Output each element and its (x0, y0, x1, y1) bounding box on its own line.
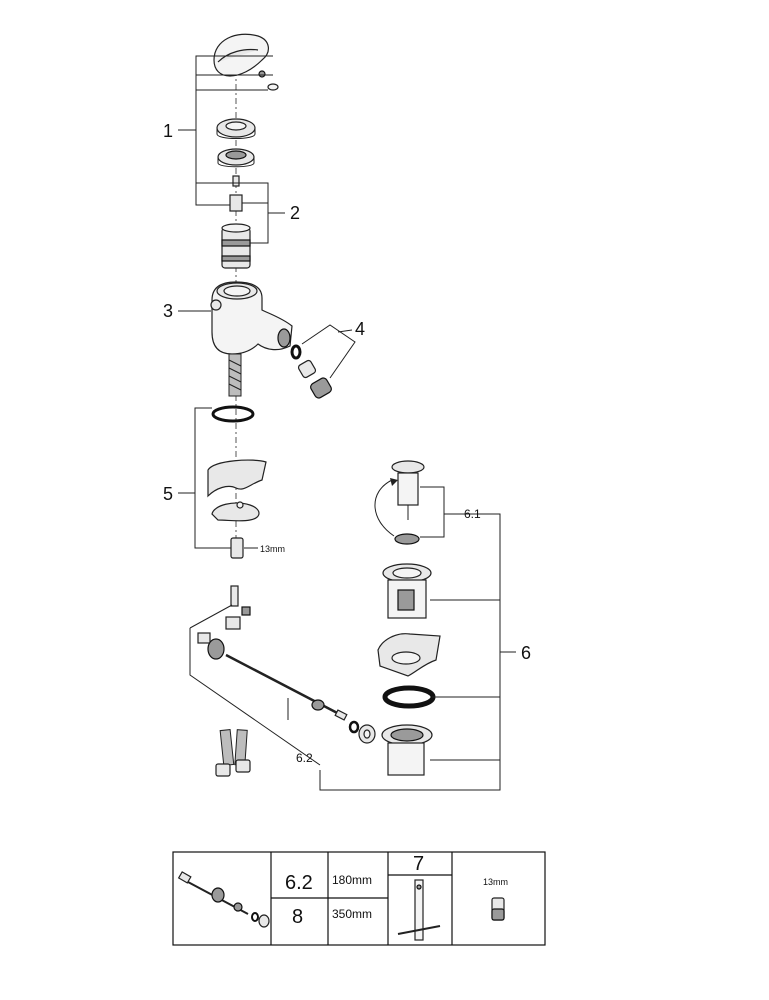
callout-62-bracket (189, 604, 321, 766)
cap-ring-upper (216, 118, 256, 139)
rod-seal (348, 720, 360, 734)
callout-3: 3 (163, 301, 173, 321)
cartridge (221, 223, 251, 269)
waste-plug (391, 460, 425, 520)
table-tool-key (397, 879, 441, 941)
rotation-arrowhead (390, 478, 398, 486)
waste-body-lower (381, 724, 433, 776)
rotation-arrow (374, 479, 395, 537)
callout-1-bracket (178, 55, 273, 206)
table-rod-illustration (177, 871, 270, 928)
waste-body-upper (382, 563, 432, 619)
supply-hoses (215, 729, 251, 777)
aerator-insert (297, 359, 317, 379)
callout-2: 2 (290, 203, 300, 223)
rod-clamp (225, 606, 251, 630)
aerator-washer (290, 344, 302, 360)
waste-gasket (377, 633, 441, 677)
small-screw (232, 175, 240, 187)
callout-62: 6.2 (296, 751, 313, 765)
seal-ring (211, 405, 255, 423)
rod-adapter (197, 632, 211, 644)
callout-61-bracket (420, 486, 462, 538)
fixing-plate (207, 459, 267, 498)
ball-joint-nut (207, 638, 225, 660)
table-row-bottom-length: 350mm (332, 907, 372, 921)
aerator-housing (310, 377, 332, 399)
nut-wrench-size: 13mm (260, 544, 285, 554)
table-row-top-length: 180mm (332, 873, 372, 887)
table-nut (491, 897, 505, 921)
callout-5-bracket (178, 407, 258, 549)
table-row-bottom-label: 8 (292, 906, 303, 928)
callout-1: 1 (163, 121, 173, 141)
callout-61: 6.1 (464, 507, 481, 521)
lever-handle (213, 33, 279, 91)
fixing-nut (230, 537, 244, 559)
pop-up-rod (225, 653, 348, 721)
callout-4-bracket (301, 324, 356, 379)
callout-5: 5 (163, 484, 173, 504)
horseshoe-washer (211, 501, 260, 522)
flexible-hose (228, 353, 242, 397)
callout-6-bracket (319, 513, 516, 791)
tap-body (210, 281, 293, 355)
callout-4: 4 (355, 319, 365, 339)
plug-seal (394, 533, 420, 545)
rod-nut (358, 724, 376, 744)
parts-table (172, 851, 546, 946)
table-wrench-size: 13mm (483, 877, 508, 887)
adapter-piece (229, 194, 243, 212)
cap-ring-lower (217, 148, 255, 168)
table-tool-label: 7 (413, 853, 424, 875)
clamp-screw (230, 585, 239, 607)
callout-2-bracket (196, 182, 285, 244)
callout-6: 6 (521, 643, 531, 663)
waste-seal-ring (382, 685, 436, 709)
table-row-top-label: 6.2 (285, 872, 313, 894)
